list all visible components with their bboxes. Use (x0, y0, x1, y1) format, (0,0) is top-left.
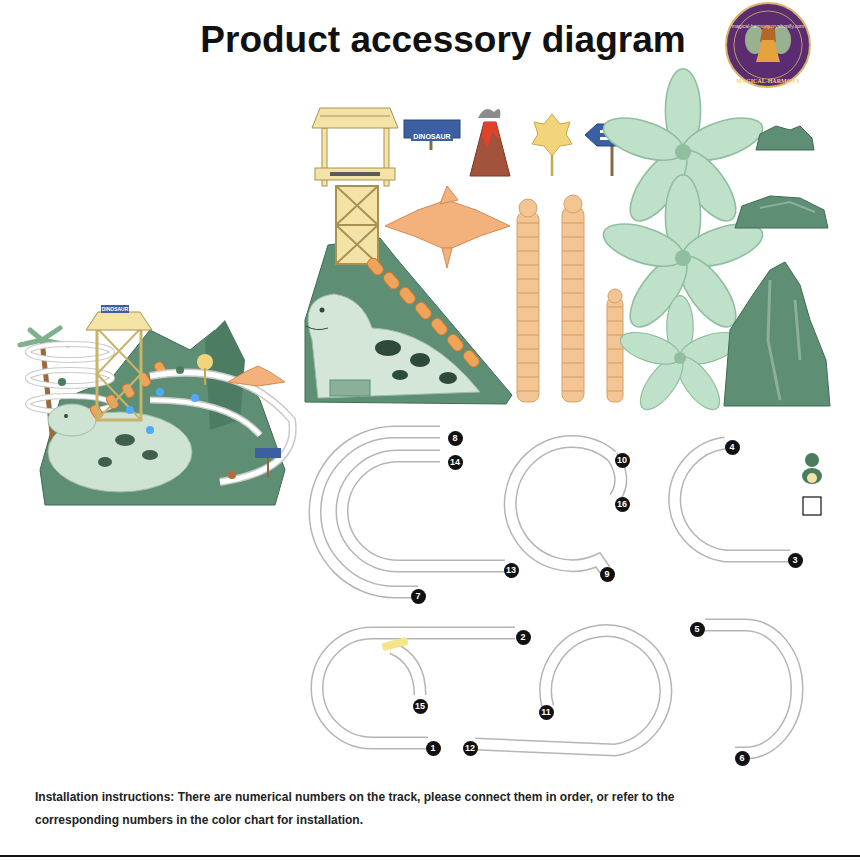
callout-number: 6 (735, 751, 750, 766)
callout-number-holder: 3 (788, 549, 803, 568)
callout-number-holder: 10 (615, 449, 630, 468)
callout-number: 15 (413, 699, 428, 714)
callout-number: 2 (516, 630, 531, 645)
callout-number: 7 (411, 589, 426, 604)
callout-number: 10 (615, 453, 630, 468)
caption: Installation instructions: There are num… (35, 786, 675, 832)
callout-number-holder: 15 (413, 695, 428, 714)
callout-number: 13 (504, 563, 519, 578)
callout-number: 16 (615, 497, 630, 512)
sign-text: DINOSAUR (411, 132, 452, 141)
callout-number-holder: 9 (600, 563, 615, 582)
sign-text-holder: DINOSAUR (411, 125, 452, 143)
callout-number: 8 (448, 431, 463, 446)
callout-number-holder: 11 (539, 701, 554, 720)
callout-number: 9 (600, 567, 615, 582)
logo-url: magical-harmony.myshopify.com (732, 23, 804, 29)
logo-name: MAGICAL-HARMONY (736, 78, 800, 84)
callout-number: 11 (539, 705, 554, 720)
callout-number-holder: 6 (735, 747, 750, 766)
sign-text: DINOSAUR (101, 305, 130, 313)
title: Product accessory diagram (200, 19, 685, 61)
callout-number: 3 (788, 553, 803, 568)
callout-number-holder: 7 (411, 585, 426, 604)
callout-number-holder: 2 (516, 626, 531, 645)
callout-number: 1 (426, 741, 441, 756)
callout-number-holder: 1 (426, 737, 441, 756)
title-holder: Product accessory diagram (200, 19, 685, 61)
callout-number: 14 (448, 455, 463, 470)
callout-number-holder: 14 (448, 451, 463, 470)
callout-number: 4 (725, 440, 740, 455)
logo-name-holder: MAGICAL-HARMONY (736, 69, 800, 87)
callout-number-holder: 16 (615, 493, 630, 512)
callout-number: 5 (690, 622, 705, 637)
caption-holder: Installation instructions: There are num… (35, 786, 675, 832)
sign-text-holder: DINOSAUR (101, 297, 130, 315)
callout-number-holder: 13 (504, 559, 519, 578)
callout-number-holder: 12 (463, 737, 478, 756)
callout-number-holder: 5 (690, 618, 705, 637)
callout-number: 12 (463, 741, 478, 756)
callout-number-holder: 8 (448, 427, 463, 446)
callout-number-holder: 4 (725, 436, 740, 455)
logo-url-holder: magical-harmony.myshopify.com (732, 14, 804, 32)
